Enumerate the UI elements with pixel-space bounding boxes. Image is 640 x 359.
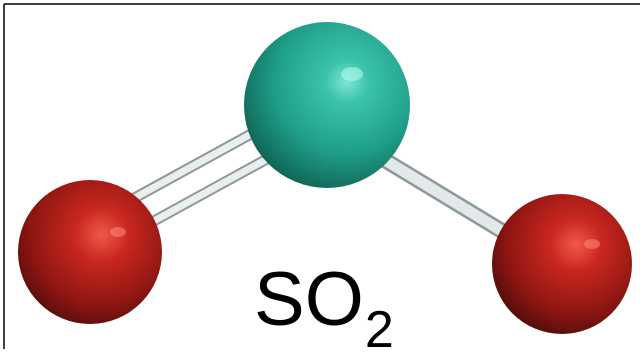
oxygen-atom-left: [18, 180, 162, 324]
molecule-diagram: [3, 3, 640, 349]
formula-main: SO: [254, 257, 364, 342]
oxygen-atom-right: [492, 194, 632, 334]
formula-subscript: 2: [364, 301, 394, 359]
chemical-formula: SO2: [254, 262, 394, 359]
sulfur-atom: [244, 22, 410, 188]
